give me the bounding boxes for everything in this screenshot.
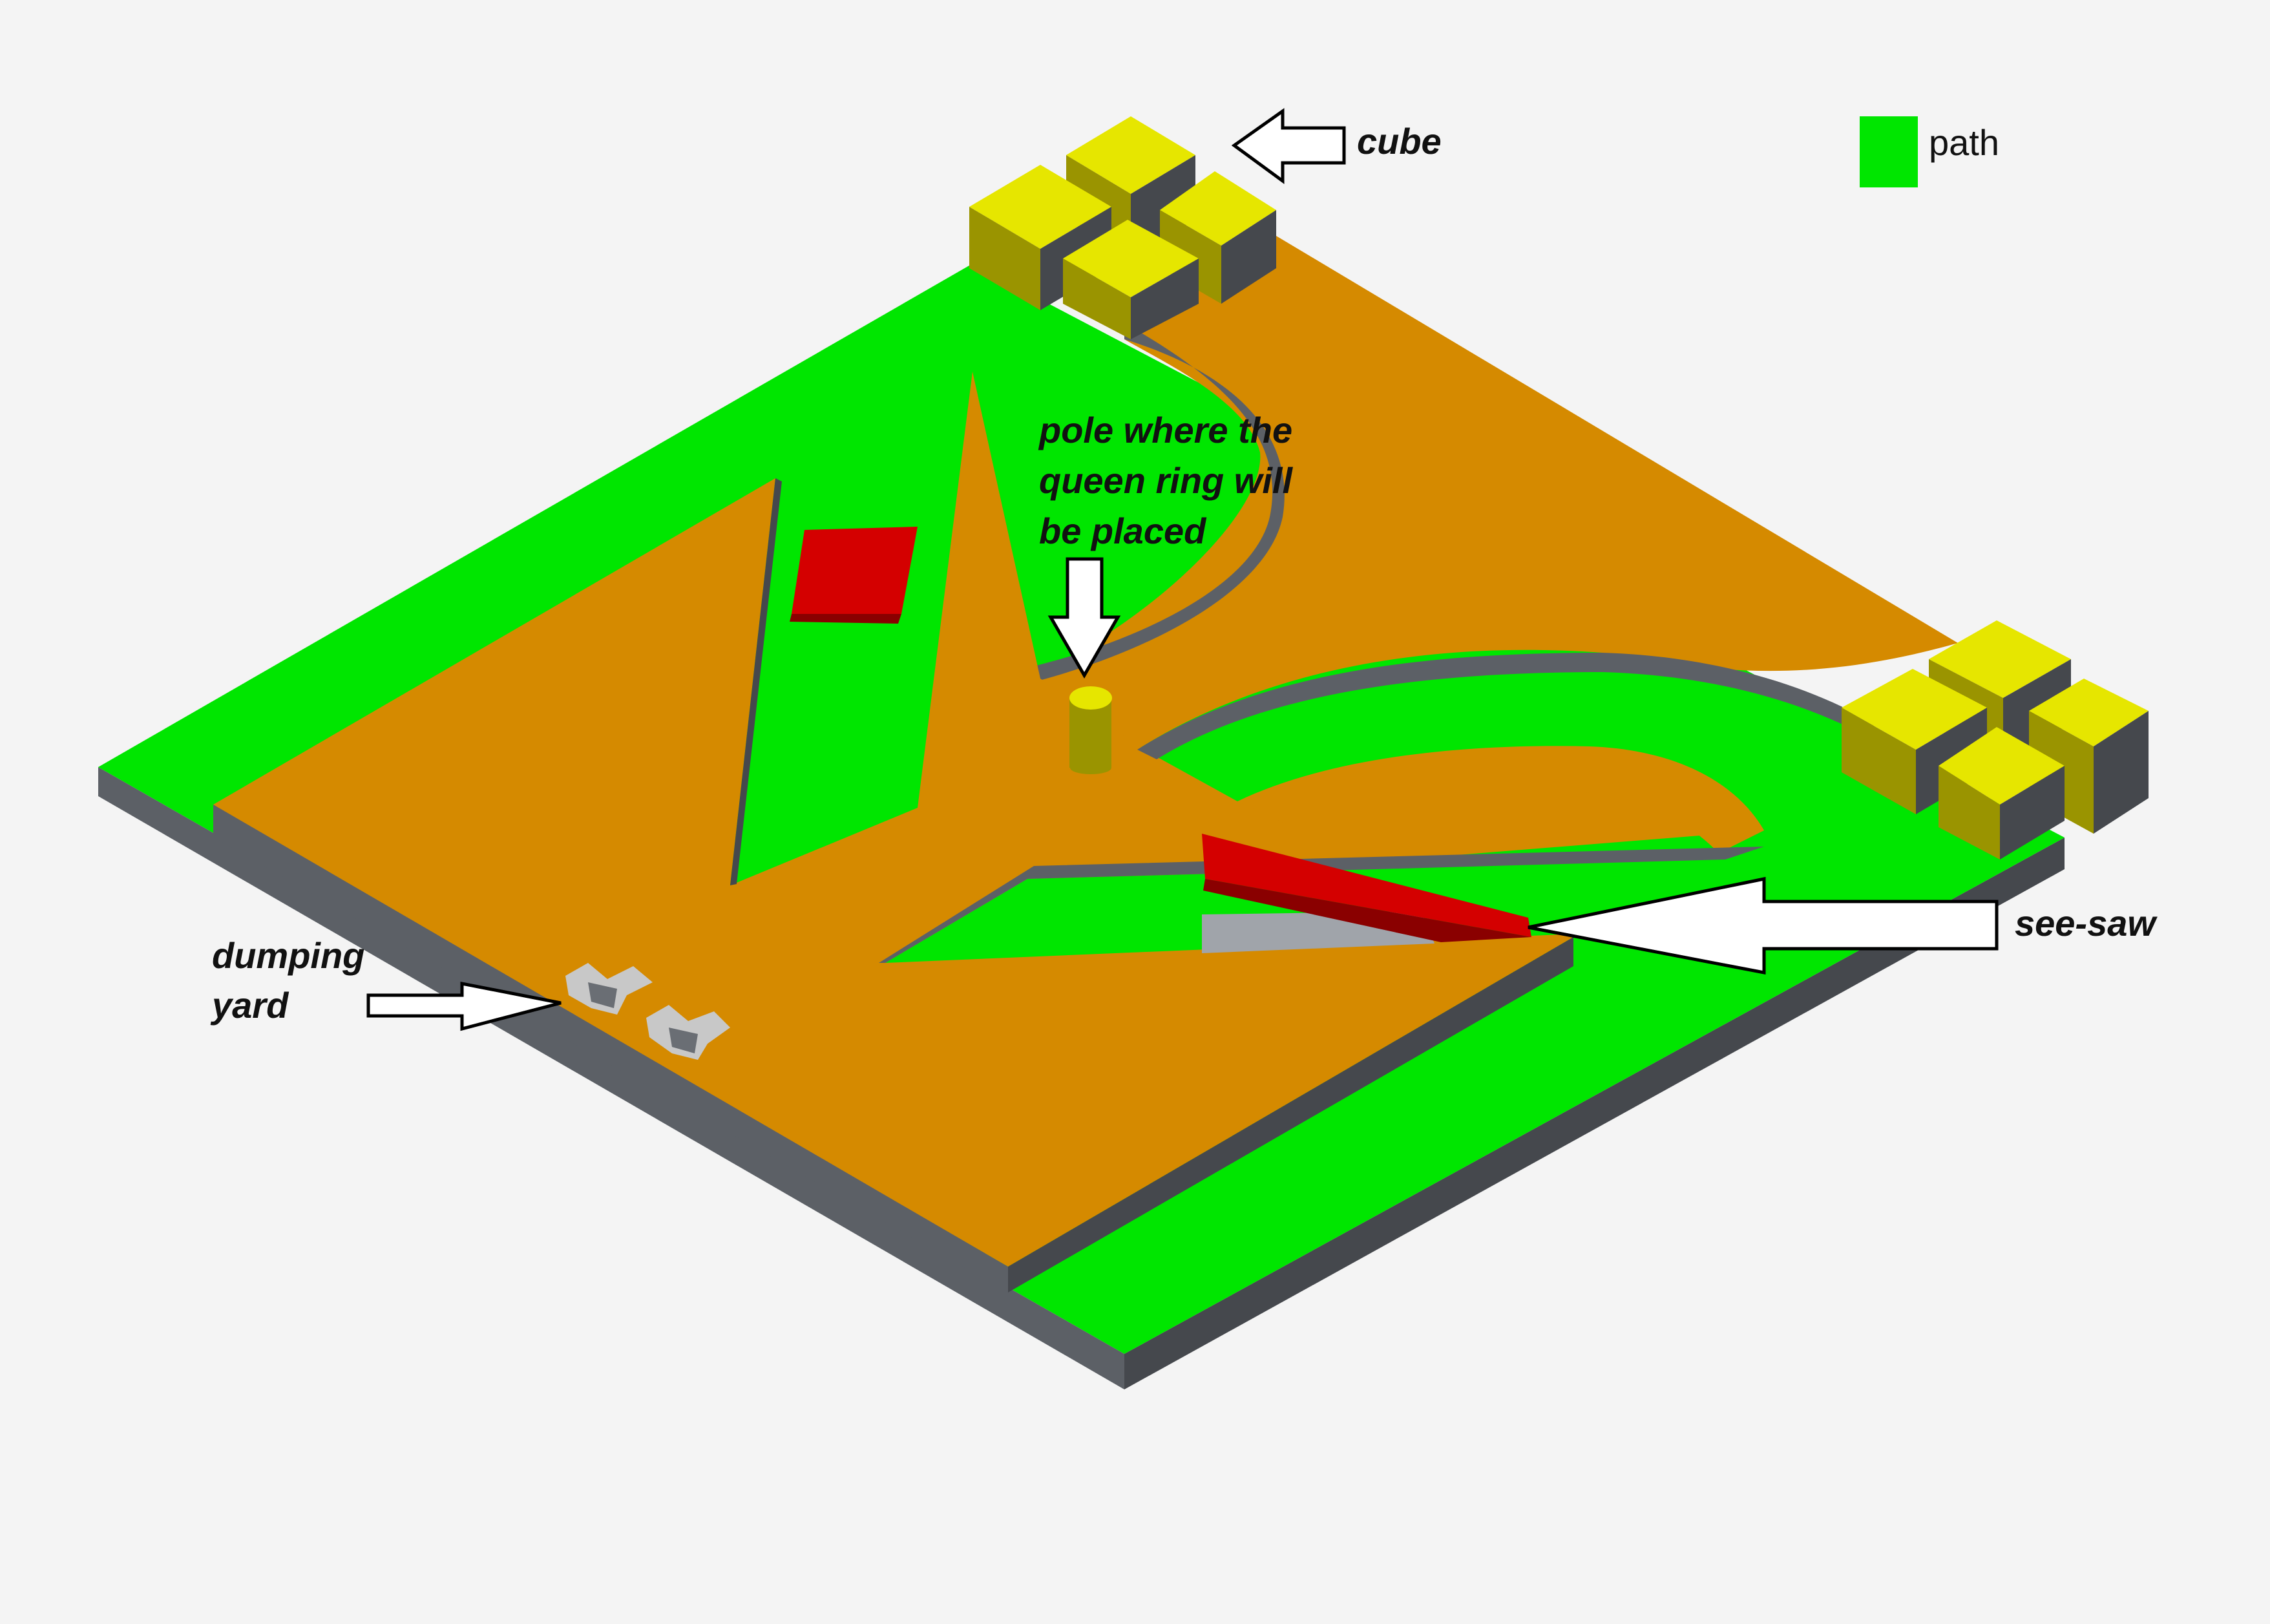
pole xyxy=(1069,686,1112,774)
red-block-top xyxy=(792,527,918,614)
legend-path-label: path xyxy=(1929,122,1999,163)
pole-bottom xyxy=(1070,761,1111,774)
legend: path xyxy=(1860,116,1999,187)
cube-label: cube xyxy=(1357,121,1442,162)
pole-label-line1: pole where the xyxy=(1038,410,1292,450)
see-saw-label: see-saw xyxy=(2015,903,2158,944)
pole-label-line3: be placed xyxy=(1039,511,1207,551)
pole-top xyxy=(1069,686,1112,710)
dumping-yard-label-line2: yard xyxy=(210,985,289,1026)
red-block-obstacle xyxy=(790,527,918,624)
dumping-yard-label-line1: dumping xyxy=(212,935,364,976)
arena-board xyxy=(98,236,2065,1389)
cube-arrow xyxy=(1234,111,1344,181)
pole-label-line2: queen ring will xyxy=(1039,460,1293,501)
legend-path-swatch xyxy=(1860,116,1918,187)
